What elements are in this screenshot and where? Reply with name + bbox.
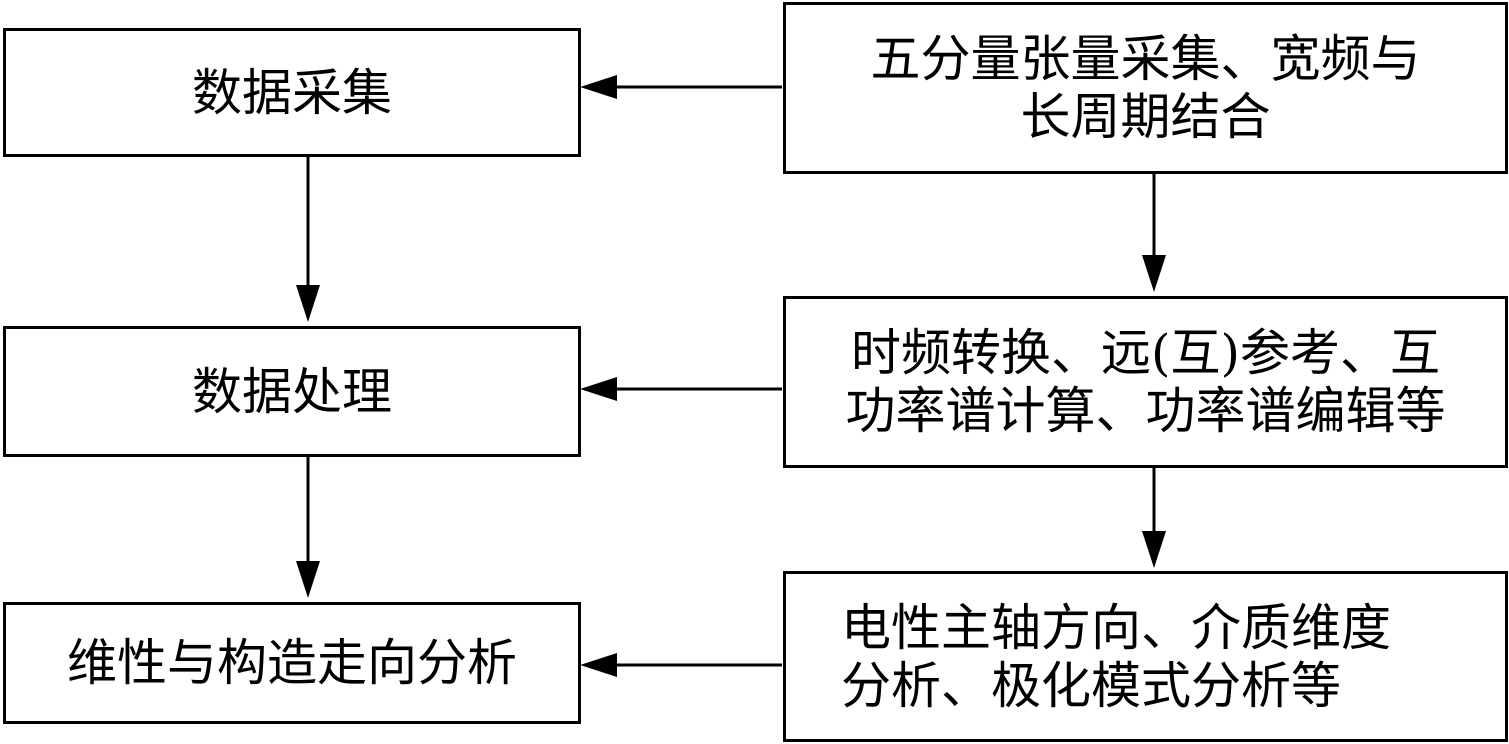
acquisition-detail-line-2: 长周期结合 (1020, 88, 1271, 146)
data-processing-label: 数据处理 (192, 362, 392, 421)
analysis-detail-line-1: 电性主轴方向、介质维度 (841, 598, 1391, 657)
processing-detail-line-2: 功率谱计算、功率谱编辑等 (845, 382, 1446, 440)
arrowhead (1142, 255, 1166, 292)
analysis-detail-box: 电性主轴方向、介质维度 分析、极化模式分析等 (783, 571, 1508, 742)
processing-detail-line-1: 时频转换、远(互)参考、互 (850, 324, 1440, 382)
arrowhead (296, 285, 320, 322)
analysis-detail-line-2: 分析、极化模式分析等 (841, 656, 1341, 715)
processing-detail-box: 时频转换、远(互)参考、互 功率谱计算、功率谱编辑等 (783, 296, 1508, 468)
dimensionality-strike-analysis-box: 维性与构造走向分析 (3, 602, 581, 724)
acquisition-detail-line-1: 五分量张量采集、宽频与 (870, 30, 1421, 88)
arrowhead (580, 653, 617, 677)
arrowhead (1142, 531, 1166, 568)
acquisition-detail-box: 五分量张量采集、宽频与 长周期结合 (783, 2, 1508, 174)
data-processing-box: 数据处理 (3, 326, 581, 457)
data-acquisition-box: 数据采集 (3, 28, 581, 157)
arrowhead (580, 377, 617, 401)
dimensionality-strike-analysis-label: 维性与构造走向分析 (67, 634, 517, 692)
arrowhead (296, 561, 320, 598)
arrowhead (580, 75, 617, 99)
data-acquisition-label: 数据采集 (192, 63, 392, 122)
